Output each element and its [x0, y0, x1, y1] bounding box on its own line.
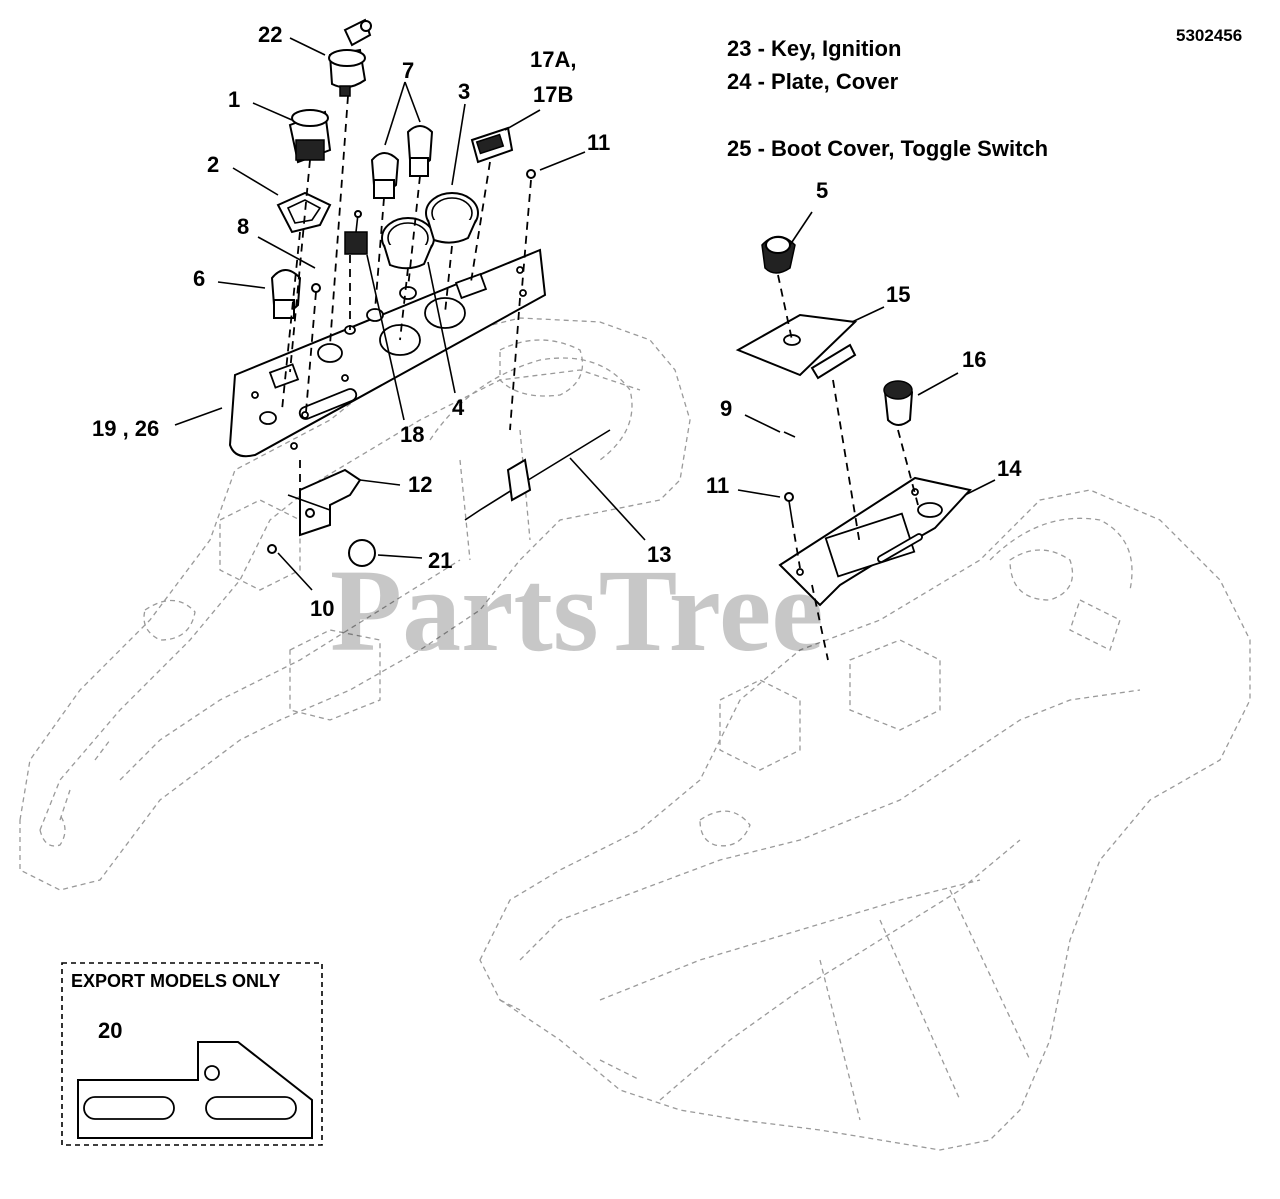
plate-15 [735, 313, 858, 380]
callout-18: 18 [400, 422, 424, 447]
legend-item-23: 23 - Key, Ignition [727, 36, 901, 61]
screw-10 [267, 544, 277, 554]
callout-11-right: 11 [706, 473, 729, 498]
left-assembly-lines [281, 95, 532, 490]
switch-1 [288, 109, 332, 164]
screw-11-left [526, 169, 536, 179]
left-fender-outline [19, 317, 691, 891]
cover-plate-14 [778, 476, 972, 607]
callout-22: 22 [258, 22, 282, 47]
callout-5: 5 [816, 178, 828, 203]
callout-14: 14 [997, 456, 1022, 481]
callout-labels: 22 1 2 8 6 7 3 17A, 17B 11 18 4 19 , 26 … [92, 22, 1022, 621]
knob-5 [761, 235, 796, 274]
screw-11-right [784, 492, 794, 521]
callout-15: 15 [886, 282, 910, 307]
watermark: PartsTree [330, 545, 824, 676]
socket-16 [883, 380, 914, 426]
callout-7: 7 [402, 58, 414, 83]
callout-11-left: 11 [587, 130, 610, 155]
callout-2: 2 [207, 152, 219, 177]
callout-16: 16 [962, 347, 986, 372]
document-number: 5302456 [1176, 26, 1242, 45]
callout-21: 21 [428, 548, 452, 573]
leader-lines [147, 37, 996, 1079]
light-6 [270, 269, 302, 319]
callout-17a: 17A, [530, 47, 576, 72]
callout-9: 9 [720, 396, 732, 421]
callout-13: 13 [647, 542, 671, 567]
bracket-12 [287, 468, 362, 537]
pin-9 [783, 431, 796, 438]
callout-19-26: 19 , 26 [92, 416, 159, 441]
export-box-title: EXPORT MODELS ONLY [71, 971, 280, 991]
callout-12: 12 [408, 472, 432, 497]
right-assembly-lines [777, 274, 919, 661]
callout-1: 1 [228, 87, 240, 112]
rocker-17 [470, 126, 514, 164]
ignition-switch [328, 18, 372, 97]
legend-item-25: 25 - Boot Cover, Toggle Switch [727, 136, 1048, 161]
right-fender-outline [479, 489, 1251, 1151]
knob-21 [348, 539, 376, 567]
callout-4: 4 [452, 395, 465, 420]
callout-10: 10 [310, 596, 334, 621]
control-panel-plate [228, 248, 547, 458]
cable-13 [464, 429, 611, 521]
callout-17b: 17B [533, 82, 573, 107]
gauges-3-4 [381, 192, 479, 270]
legend-item-24: 24 - Plate, Cover [727, 69, 899, 94]
callout-3: 3 [458, 79, 470, 104]
bezel-2 [276, 191, 332, 234]
export-models-box: EXPORT MODELS ONLY 20 [61, 962, 323, 1146]
screw-8 [311, 283, 321, 293]
legend: 23 - Key, Ignition 24 - Plate, Cover 25 … [727, 26, 1242, 161]
lights-7 [370, 125, 434, 199]
callout-8: 8 [237, 214, 249, 239]
toggle-switch-18 [344, 210, 368, 255]
callout-6: 6 [193, 266, 205, 291]
callout-20: 20 [98, 1018, 122, 1043]
